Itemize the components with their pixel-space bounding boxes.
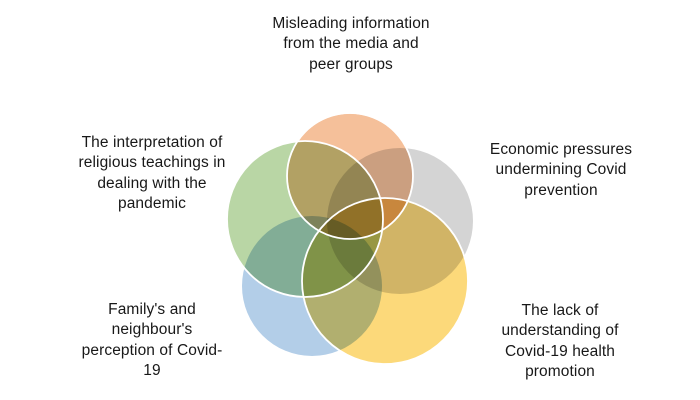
venn-outline-religion bbox=[226, 140, 384, 298]
venn-label-promotion: The lack of understanding of Covid-19 he… bbox=[501, 302, 619, 381]
venn-label-media: Misleading information from the media an… bbox=[272, 15, 430, 73]
venn-outline-media bbox=[286, 112, 414, 240]
venn-label-religion: The interpretation of religious teaching… bbox=[78, 134, 226, 213]
venn-label-family: Family's and neighbour's perception of C… bbox=[81, 301, 223, 380]
venn-label-economic: Economic pressures undermining Covid pre… bbox=[489, 141, 633, 199]
venn-outline-promotion bbox=[301, 197, 469, 365]
